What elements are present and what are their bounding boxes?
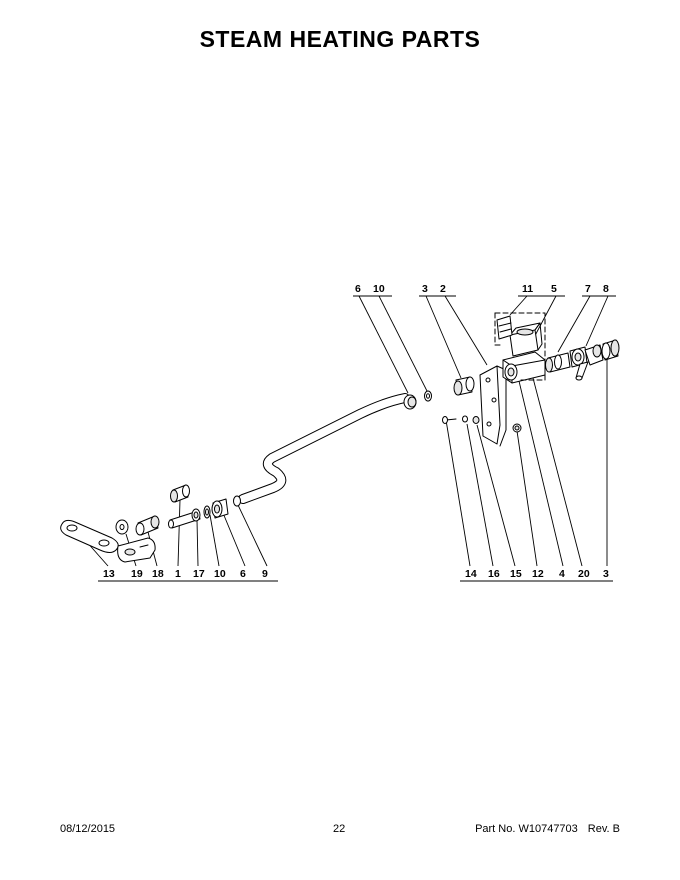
y-strainer bbox=[575, 344, 604, 381]
fitting-elbow bbox=[453, 376, 475, 396]
inlet-fitting bbox=[545, 352, 571, 373]
callout-label: 18 bbox=[152, 568, 164, 580]
callout-label: 5 bbox=[551, 283, 557, 295]
steam-hose bbox=[238, 393, 410, 504]
o-ring bbox=[203, 505, 211, 519]
valve-enclosure-outline bbox=[494, 312, 546, 381]
hose-fitting-left bbox=[233, 495, 241, 507]
page-title: STEAM HEATING PARTS bbox=[199, 26, 481, 52]
callouts-bottom-left: 13 19 18 1 17 10 6 9 bbox=[103, 568, 268, 580]
mounting-bracket bbox=[479, 365, 507, 447]
callout-label: 1 bbox=[175, 568, 181, 580]
callout-label: 8 bbox=[603, 283, 609, 295]
footer-revision: Rev. B bbox=[587, 823, 620, 835]
valve-enclosure-outline-left bbox=[494, 312, 501, 346]
callout-label: 4 bbox=[559, 568, 565, 580]
sleeve bbox=[135, 515, 160, 536]
footer-date: 08/12/2015 bbox=[60, 823, 116, 835]
screw bbox=[442, 416, 457, 424]
callouts-top: 6 10 3 2 11 5 7 8 bbox=[355, 283, 609, 295]
nut-small bbox=[472, 416, 480, 424]
callout-label: 10 bbox=[373, 283, 385, 295]
callout-label: 14 bbox=[465, 568, 477, 580]
inlet-elbow bbox=[601, 339, 620, 361]
nut-12 bbox=[512, 423, 522, 433]
callout-label: 3 bbox=[603, 568, 609, 580]
callout-label: 9 bbox=[262, 568, 268, 580]
leader-lines bbox=[77, 295, 609, 567]
washer-small bbox=[462, 415, 468, 423]
nozzle-pipe bbox=[168, 508, 201, 529]
footer-page-number: 22 bbox=[333, 823, 346, 835]
callout-label: 3 bbox=[422, 283, 428, 295]
callout-label: 2 bbox=[440, 283, 446, 295]
callout-label: 20 bbox=[578, 568, 590, 580]
callout-label: 15 bbox=[510, 568, 522, 580]
hose-nut bbox=[403, 394, 417, 410]
callout-label: 7 bbox=[585, 283, 591, 295]
callout-label: 17 bbox=[193, 568, 205, 580]
footer-part-number: Part No. W10747703 bbox=[475, 823, 578, 835]
washer bbox=[424, 390, 432, 402]
parts bbox=[60, 312, 620, 563]
callout-label: 6 bbox=[355, 283, 361, 295]
fitting-top-left bbox=[170, 484, 190, 503]
footer-part-info: Part No. W10747703 Rev. B bbox=[475, 823, 620, 835]
steam-valve bbox=[496, 315, 546, 384]
nozzle-body bbox=[117, 537, 156, 563]
callouts-bottom-right: 14 16 15 12 4 20 3 bbox=[465, 568, 609, 580]
callout-label: 6 bbox=[240, 568, 246, 580]
gasket-large bbox=[60, 519, 119, 553]
callout-label: 16 bbox=[488, 568, 500, 580]
coupling-nut bbox=[569, 346, 588, 368]
flat-washer bbox=[115, 519, 129, 535]
callout-label: 10 bbox=[214, 568, 226, 580]
callout-label: 11 bbox=[522, 283, 533, 295]
callout-label: 13 bbox=[103, 568, 115, 580]
callout-label: 12 bbox=[532, 568, 544, 580]
compression-nut bbox=[211, 498, 229, 519]
callout-label: 19 bbox=[131, 568, 143, 580]
